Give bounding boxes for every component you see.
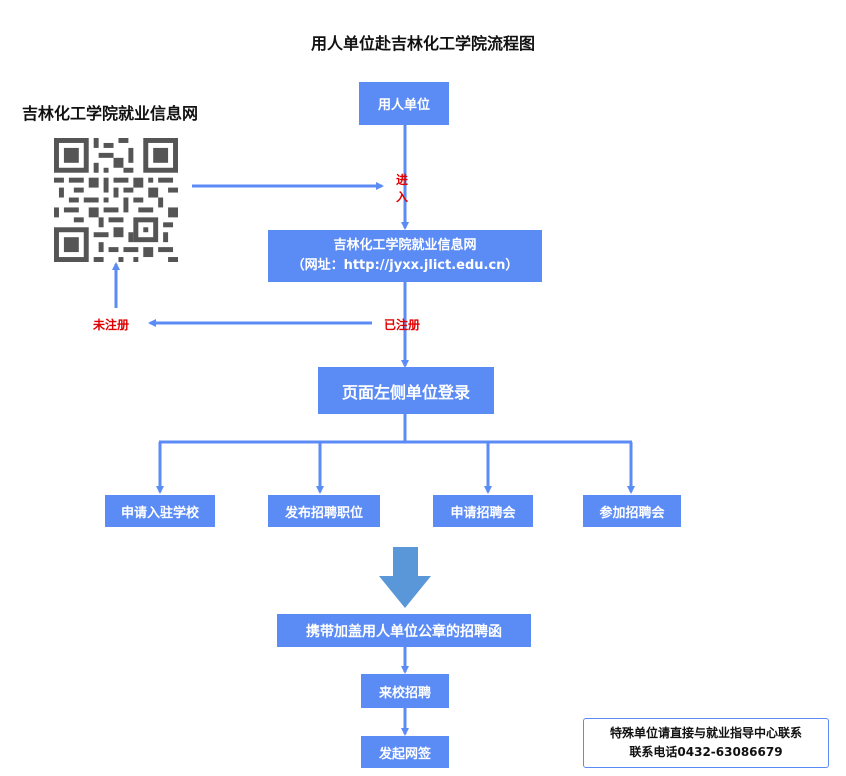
apply-fair-label: 申请招聘会 (450, 505, 516, 521)
apply-fair-node: 申请招聘会 (433, 495, 533, 527)
big-down-arrow (379, 547, 431, 608)
not-registered-label: 未注册 (93, 318, 130, 332)
diagram-title: 用人单位赴吉林化工学院流程图 (310, 34, 535, 53)
employer-node: 用人单位 (359, 82, 449, 125)
apply-enter-school-label: 申请入驻学校 (120, 505, 199, 521)
website-name: 吉林化工学院就业信息网 (333, 238, 477, 253)
enter-label-2: 入 (396, 190, 409, 204)
login-node: 页面左侧单位登录 (318, 367, 494, 414)
online-sign-label: 发起网签 (378, 746, 431, 762)
apply-enter-school-node: 申请入驻学校 (105, 495, 215, 527)
login-label: 页面左侧单位登录 (341, 382, 470, 402)
registered-label: 已注册 (384, 318, 421, 332)
enter-label-1: 进 (396, 173, 409, 187)
publish-jobs-node: 发布招聘职位 (268, 495, 380, 527)
join-fair-node: 参加招聘会 (583, 495, 681, 527)
notice-line-1: 特殊单位请直接与就业指导中心联系 (609, 726, 802, 740)
publish-jobs-label: 发布招聘职位 (284, 505, 363, 521)
qr-caption: 吉林化工学院就业信息网 (22, 104, 199, 123)
notice-line-2: 联系电话0432-63086679 (629, 745, 783, 759)
join-fair-label: 参加招聘会 (599, 505, 665, 521)
bring-letter-label: 携带加盖用人单位公章的招聘函 (306, 623, 502, 640)
contact-notice: 特殊单位请直接与就业指导中心联系 联系电话0432-63086679 (583, 718, 829, 768)
online-sign-node: 发起网签 (361, 736, 449, 768)
website-url: （网址：http://jyxx.jlict.edu.cn） (291, 258, 519, 273)
campus-recruit-node: 来校招聘 (361, 674, 449, 708)
bring-letter-node: 携带加盖用人单位公章的招聘函 (277, 614, 531, 647)
website-node: 吉林化工学院就业信息网 （网址：http://jyxx.jlict.edu.cn… (268, 230, 542, 282)
employer-label: 用人单位 (377, 98, 430, 113)
qr-code-image (54, 138, 178, 262)
campus-recruit-label: 来校招聘 (378, 685, 431, 701)
